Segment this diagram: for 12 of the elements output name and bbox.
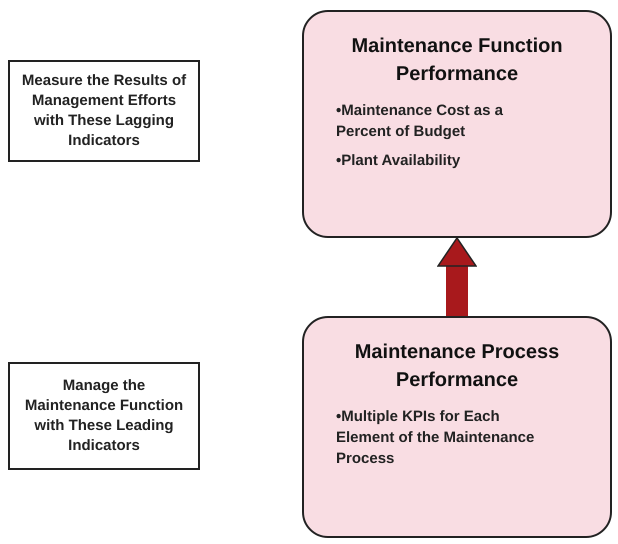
box-heading: Maintenance Process Performance <box>354 340 560 393</box>
box-text: Manage the Maintenance Function with These Leading Indicators <box>24 376 184 456</box>
arrow <box>437 237 477 316</box>
bullet-text: •Multiple KPIs for Each Element of the Maintenance Process <box>335 407 536 469</box>
bullet-text: •Maintenance Cost as a Percent of Budget <box>335 101 504 142</box>
rounded-box <box>302 10 612 238</box>
text-box <box>8 60 200 162</box>
bullet-text: •Plant Availability <box>335 151 462 171</box>
rounded-box <box>302 316 612 538</box>
text-box <box>8 362 200 470</box>
box-heading: Maintenance Function Performance <box>350 34 564 87</box>
box-text: Measure the Results of Management Efforts with These Lagging Indicators <box>20 71 188 151</box>
